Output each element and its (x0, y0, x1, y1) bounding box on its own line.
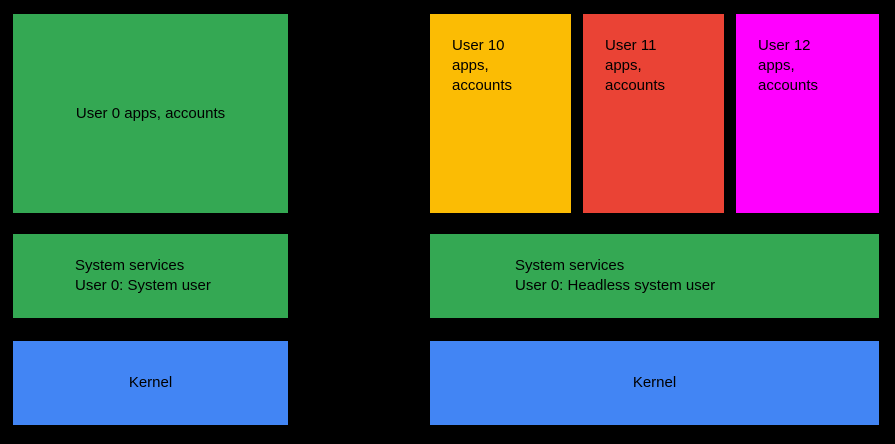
right-kernel-box: Kernel (430, 341, 879, 425)
left-user-0-apps-box: User 0 apps, accounts (13, 14, 288, 213)
left-system-services-box: System services User 0: System user (13, 234, 288, 318)
right-user-11-apps-box: User 11 apps, accounts (583, 14, 724, 213)
left-kernel-box: Kernel (13, 341, 288, 425)
right-system-services-box: System services User 0: Headless system … (430, 234, 879, 318)
right-user-12-apps-box: User 12 apps, accounts (736, 14, 879, 213)
right-user-10-apps-box: User 10 apps, accounts (430, 14, 571, 213)
